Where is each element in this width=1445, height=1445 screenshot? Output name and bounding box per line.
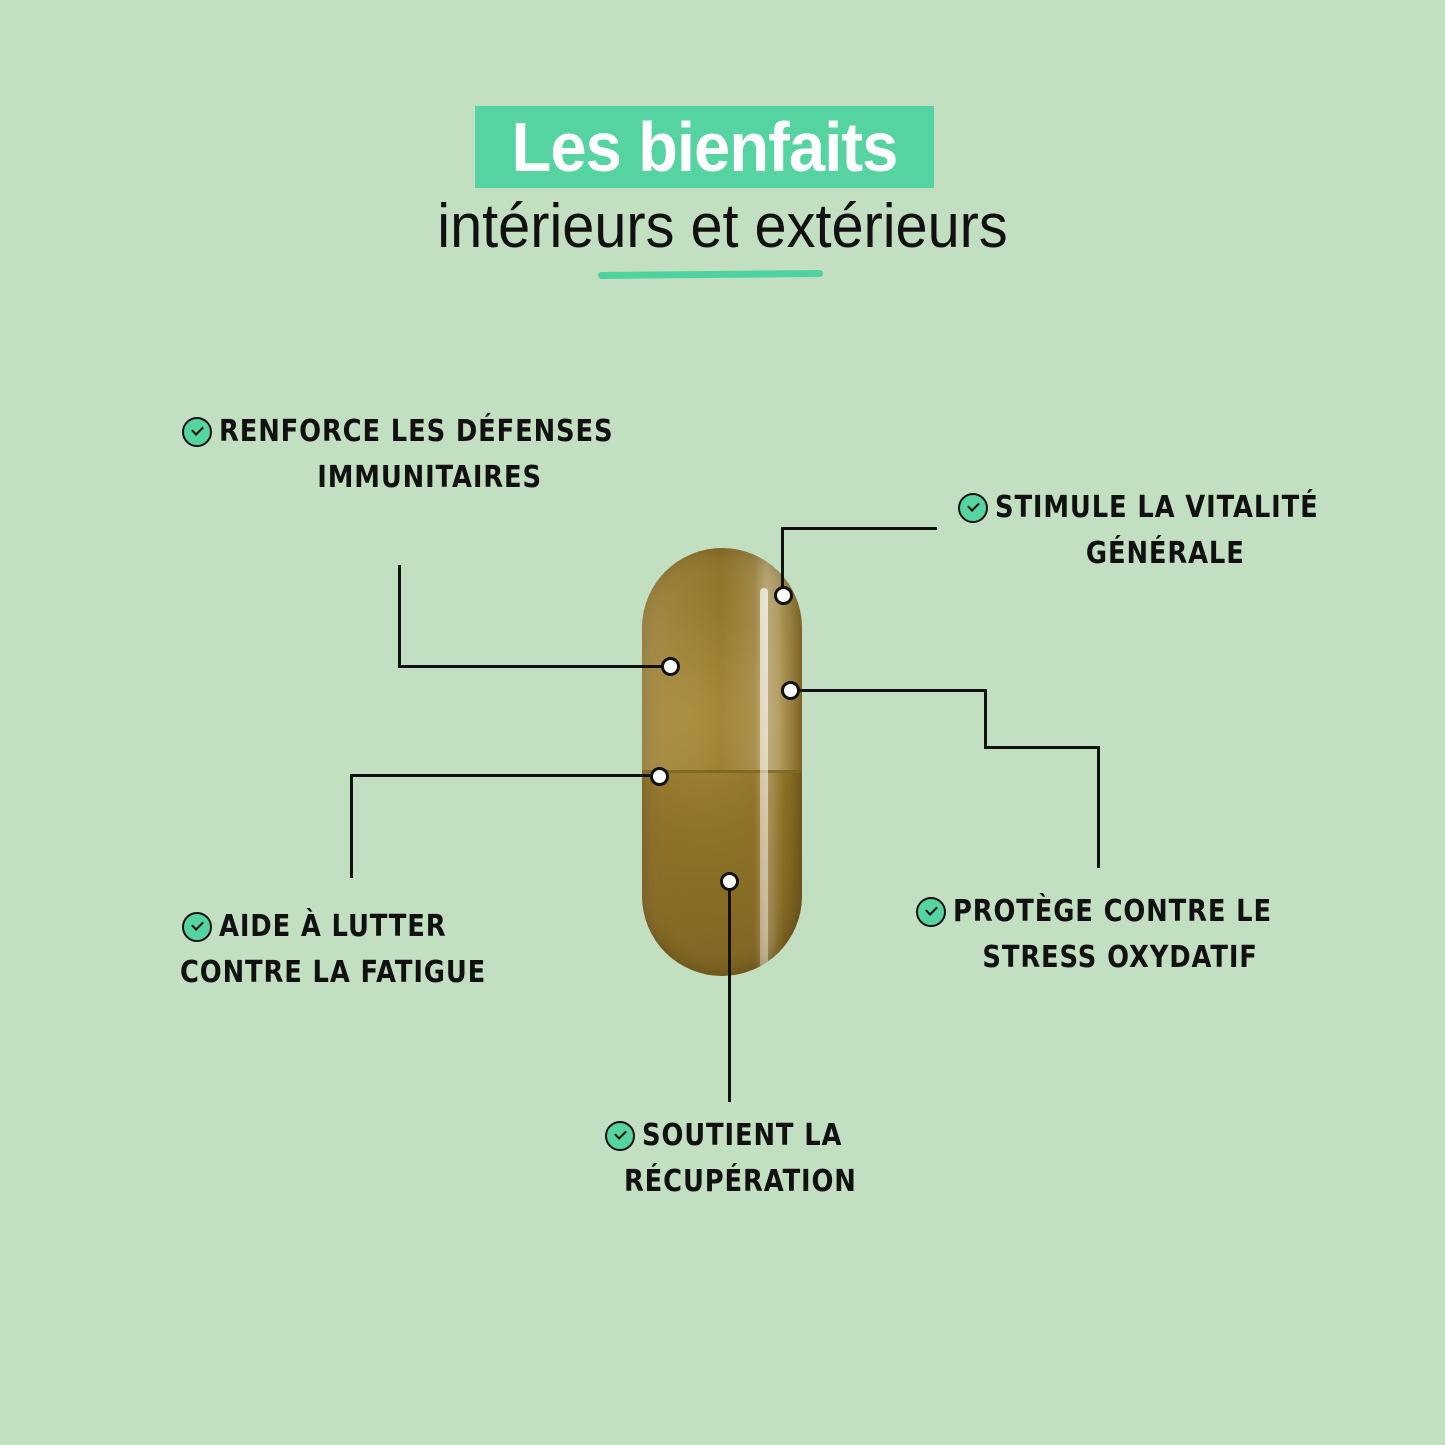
connector-dot — [774, 586, 793, 605]
connector-line — [350, 774, 353, 878]
benefit-line1: AIDE À LUTTER — [219, 909, 447, 944]
check-circle-icon — [958, 493, 989, 523]
page-title: Les bienfaits — [511, 108, 899, 186]
connector-line — [781, 527, 937, 530]
benefit-oxidative-stress: PROTÈGE CONTRE LE STRESS OXYDATIF — [910, 889, 1330, 981]
check-circle-icon — [182, 417, 213, 447]
benefit-line2: RÉCUPÉRATION — [623, 1164, 857, 1199]
benefit-vitality: STIMULE LA VITALITÉ GÉNÉRALE — [955, 485, 1375, 577]
benefit-line2: STRESS OXYDATIF — [982, 940, 1258, 975]
connector-dot — [720, 872, 739, 891]
benefit-fatigue: AIDE À LUTTER CONTRE LA FATIGUE — [170, 904, 540, 996]
connector-dot — [650, 767, 669, 786]
check-circle-icon — [916, 897, 947, 927]
subtitle-underline — [597, 270, 824, 279]
connector-line — [398, 665, 664, 668]
benefit-line1: SOUTIENT LA — [642, 1118, 843, 1153]
connector-dot — [781, 681, 800, 700]
connector-line — [398, 565, 401, 668]
benefit-immune-defense: RENFORCE LES DÉFENSES IMMUNITAIRES — [182, 409, 670, 501]
check-circle-icon — [182, 912, 212, 942]
capsule-icon — [642, 548, 802, 976]
connector-line — [984, 689, 987, 749]
benefit-line2: IMMUNITAIRES — [317, 460, 543, 495]
benefit-line1: PROTÈGE CONTRE LE — [953, 894, 1273, 929]
benefit-line1: STIMULE LA VITALITÉ — [995, 490, 1319, 525]
check-circle-icon — [605, 1121, 636, 1151]
connector-line — [781, 527, 784, 589]
connector-line — [796, 689, 987, 692]
connector-dot — [661, 657, 680, 676]
connector-line — [350, 774, 653, 777]
benefit-line2: CONTRE LA FATIGUE — [180, 955, 487, 990]
connector-line — [984, 746, 1100, 749]
benefit-recovery: SOUTIENT LA RÉCUPÉRATION — [585, 1113, 895, 1205]
connector-line — [728, 886, 731, 1102]
connector-line — [1097, 746, 1100, 868]
title-highlight: Les bienfaits — [475, 106, 934, 188]
benefit-line2: GÉNÉRALE — [1085, 536, 1245, 571]
benefit-line1: RENFORCE LES DÉFENSES — [219, 414, 614, 449]
page-subtitle: intérieurs et extérieurs — [437, 192, 1008, 261]
